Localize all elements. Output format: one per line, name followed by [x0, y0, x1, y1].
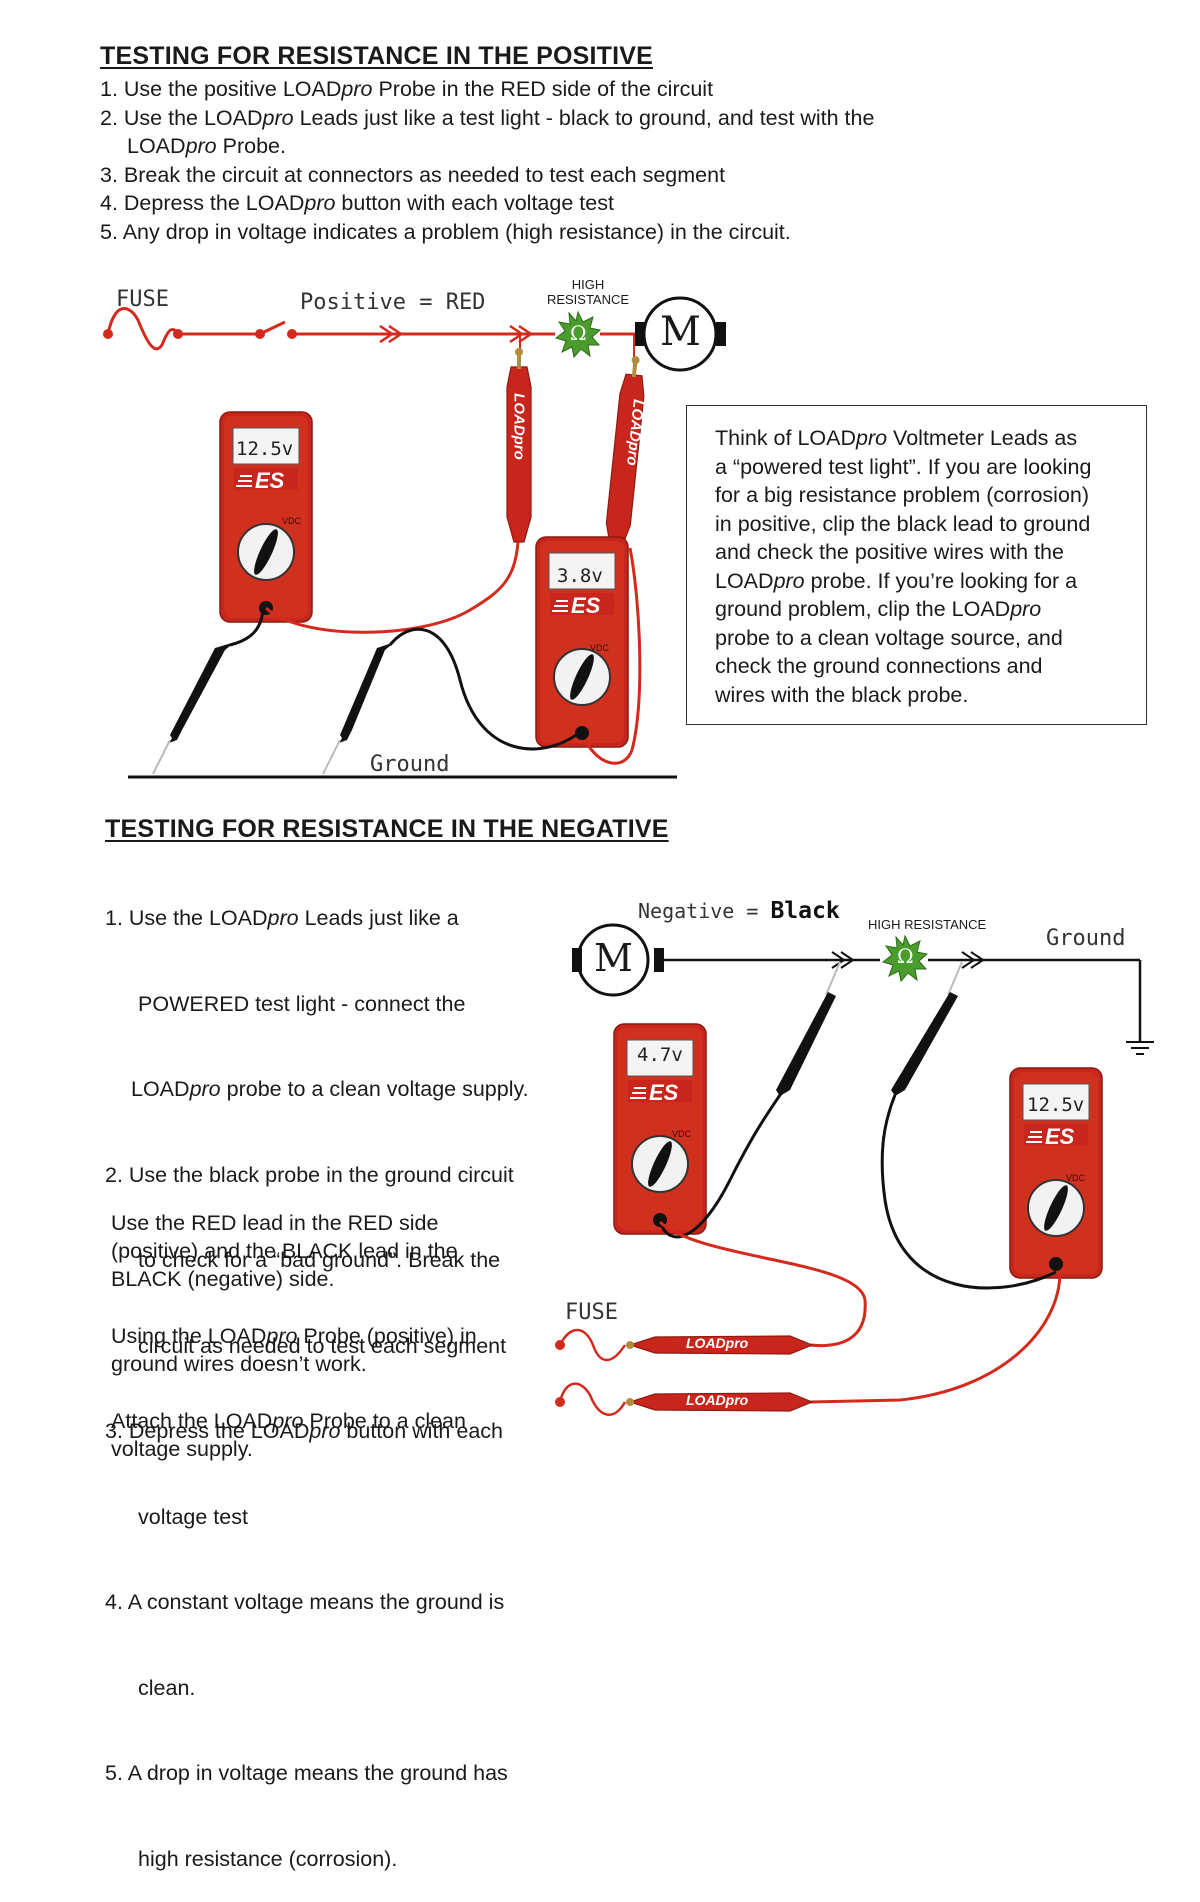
negative-step: clean. [138, 1675, 196, 1700]
ground-label: Ground [370, 752, 450, 777]
fuse-label: FUSE [116, 287, 169, 312]
negative-step: high resistance (corrosion). [138, 1846, 398, 1871]
meter-reading: 12.5v [1027, 1094, 1085, 1116]
probe-brand: LOADpro [686, 1335, 749, 1351]
callout-line: for a big resistance problem (corrosion) [715, 483, 1090, 507]
meter-reading: 12.5v [236, 438, 294, 460]
positive-step: 4. Depress the LOADpro button with each … [100, 191, 614, 215]
probe-brand: LOADpro [686, 1392, 749, 1408]
callout-box: Think of LOADpro Voltmeter Leads as a “p… [686, 405, 1147, 725]
positive-wire-label: Positive = RED [300, 290, 486, 315]
meter-brand: ES [255, 468, 285, 493]
callout-line: a “powered test light”. If you are looki… [715, 454, 1092, 479]
negative-note: Using the LOADpro Probe (positive) in gr… [111, 1324, 477, 1376]
ohm-icon: Ω [897, 944, 914, 968]
negative-heading: TESTING FOR RESISTANCE IN THE NEGATIVE [105, 815, 669, 843]
negative-step: 3. Depress the LOADpro button with each [105, 1419, 503, 1443]
negative-step: 1. Use the LOADpro Leads just like a [105, 906, 459, 930]
probe-brand: LOADpro [510, 393, 528, 460]
negative-note: Attach the LOADpro Probe to a clean volt… [111, 1409, 466, 1461]
positive-step: 5. Any drop in voltage indicates a probl… [100, 219, 791, 244]
negative-step: 4. A constant voltage means the ground i… [105, 1590, 505, 1614]
motor-icon: M [594, 936, 633, 980]
meter-reading: 3.8v [557, 565, 603, 587]
negative-step: 5. A drop in voltage means the ground ha… [105, 1761, 508, 1785]
meter-reading: 4.7v [637, 1044, 683, 1066]
callout-line: LOADpro probe. If you’re looking for a [715, 568, 1078, 593]
positive-step: 3. Break the circuit at connectors as ne… [100, 162, 726, 187]
negative-step: voltage test [138, 1504, 248, 1529]
negative-step: 2. Use the black probe in the ground cir… [105, 1162, 514, 1187]
positive-step: 2. Use the LOADpro Leads just like a tes… [100, 105, 875, 130]
negative-step: to check for a “bad ground”. Break the [138, 1248, 501, 1272]
callout-line: in positive, clip the black lead to grou… [715, 511, 1091, 536]
positive-step: LOADpro Probe. [127, 134, 286, 158]
meter-mode: VDC [672, 1129, 692, 1139]
callout-line: and check the positive wires with the [715, 540, 1064, 564]
positive-heading: TESTING FOR RESISTANCE IN THE POSITIVE [100, 42, 654, 70]
meter-brand: ES [649, 1080, 679, 1105]
high-resistance-label: HIGH RESISTANCE [868, 917, 987, 932]
ground-label: Ground [1046, 926, 1126, 951]
meter-brand: ES [1045, 1124, 1075, 1149]
callout-line: probe to a clean voltage source, and [715, 625, 1063, 650]
negative-step: POWERED test light - connect the [138, 991, 466, 1016]
callout-line: ground problem, clip the LOADpro [715, 597, 1042, 621]
positive-steps: 1. Use the positive LOADpro Probe in the… [100, 75, 874, 246]
negative-step: circuit as needed to test each segment [138, 1333, 507, 1358]
meter-brand: ES [571, 593, 601, 618]
callout-line: Think of LOADpro Voltmeter Leads as [715, 426, 1078, 450]
meter-mode: VDC [1066, 1173, 1086, 1183]
negative-step: LOADpro probe to a clean voltage supply. [131, 1077, 529, 1101]
positive-step: 1. Use the positive LOADpro Probe in the… [100, 77, 714, 101]
callout-line: check the ground connections and [715, 654, 1043, 678]
meter-mode: VDC [282, 516, 302, 526]
motor-icon: M [660, 309, 701, 355]
high-resistance-label: HIGH RESISTANCE [546, 277, 630, 307]
meter-mode: VDC [590, 643, 610, 653]
negative-wire-label: Negative = Black [638, 898, 840, 924]
ohm-icon: Ω [570, 321, 587, 345]
circuit-diagrams [103, 296, 1154, 1416]
callout-line: wires with the black probe. [715, 682, 969, 707]
negative-note: Use the RED lead in the RED side (positi… [111, 1211, 458, 1291]
fuse-label: FUSE [565, 1300, 618, 1325]
